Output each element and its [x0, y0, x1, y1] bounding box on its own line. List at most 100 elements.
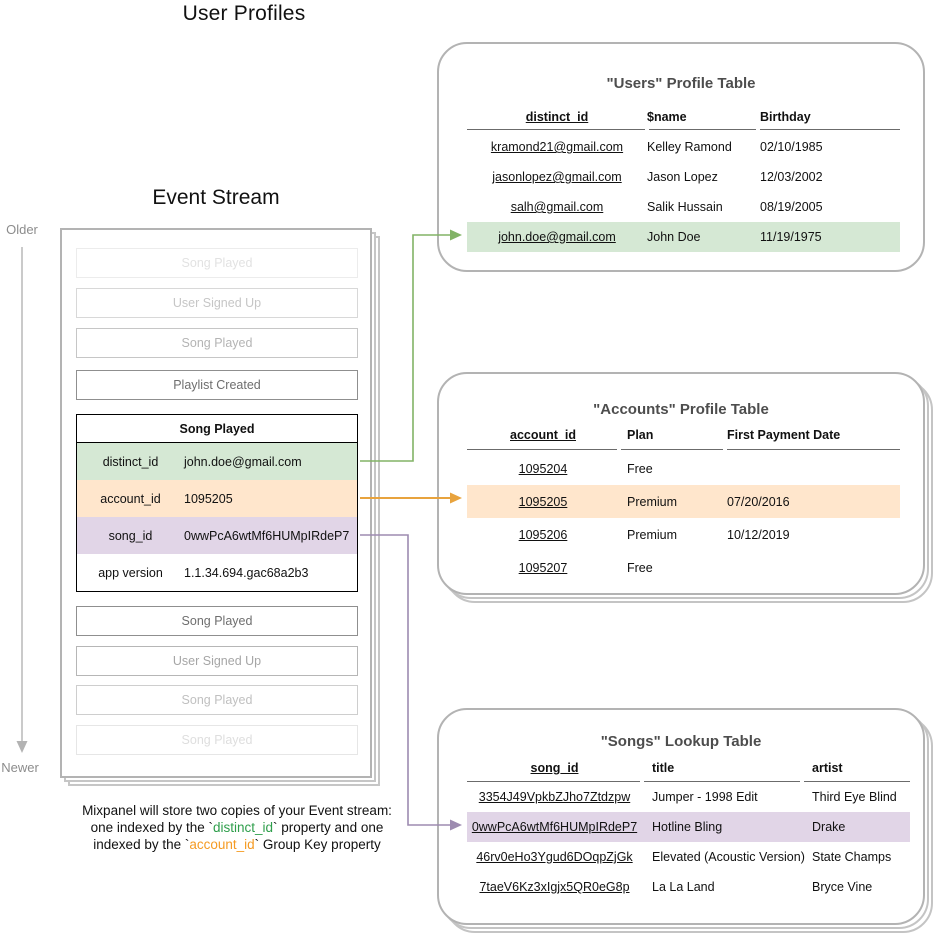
table-row: jasonlopez@gmail.com Jason Lopez 12/03/2…: [467, 162, 900, 192]
event-box: User Signed Up: [76, 646, 358, 676]
property-key: app version: [98, 565, 163, 580]
cell-plan: Premium: [627, 494, 678, 509]
property-value: 0wwPcA6wtMf6HUMpIRdeP7: [184, 528, 350, 543]
cell-birthday: 12/03/2002: [760, 170, 823, 184]
column-header: distinct_id: [525, 110, 589, 124]
cell-account-id: 1095204: [518, 461, 568, 476]
caption-text: one indexed by the `: [90, 820, 213, 835]
users-profile-card: "Users" Profile Table distinct_id $name …: [437, 42, 925, 272]
event-box: Playlist Created: [76, 370, 358, 400]
cell-distinct-id: salh@gmail.com: [510, 200, 604, 214]
cell-song-id: 7taeV6Kz3xIgjx5QR0eG8p: [479, 880, 630, 894]
event-box: User Signed Up: [76, 288, 358, 318]
cell-artist: Bryce Vine: [812, 880, 873, 894]
cell-artist: Drake: [812, 820, 846, 834]
table-row: kramond21@gmail.com Kelley Ramond 02/10/…: [467, 132, 900, 162]
cell-birthday: 11/19/1975: [760, 230, 822, 244]
column-header: artist: [812, 761, 843, 775]
table-row-highlighted: 0wwPcA6wtMf6HUMpIRdeP7 Hotline Bling Dra…: [467, 812, 910, 842]
caption-text: ` property and one: [273, 820, 384, 835]
cell-plan: Free: [627, 461, 653, 476]
mixpanel-caption: Mixpanel will store two copies of your E…: [22, 802, 452, 853]
timeline-arrowhead-icon: [16, 741, 28, 753]
cell-artist: State Champs: [812, 850, 892, 864]
table-row: 1095206 Premium 10/12/2019: [467, 518, 900, 551]
table-row: salh@gmail.com Salik Hussain 08/19/2005: [467, 192, 900, 222]
cell-song-id: 0wwPcA6wtMf6HUMpIRdeP7: [471, 820, 638, 834]
cell-song-id: 46rv0eHo3Ygud6DOqpZjGk: [476, 850, 633, 864]
event-card-header: Song Played: [77, 415, 357, 443]
event-box: Song Played: [76, 725, 358, 755]
newer-label: Newer: [1, 760, 39, 775]
songs-table-title: "Songs" Lookup Table: [600, 733, 762, 750]
header-rule: [467, 129, 900, 130]
column-header: account_id: [510, 428, 576, 442]
cell-distinct-id: kramond21@gmail.com: [490, 140, 624, 154]
users-table-title: "Users" Profile Table: [606, 75, 756, 92]
cell-name: Kelley Ramond: [647, 140, 732, 154]
caption-distinct-id: distinct_id: [212, 820, 274, 835]
users-header-row: distinct_id $name Birthday: [467, 105, 900, 129]
cell-plan: Free: [627, 560, 653, 575]
property-key: song_id: [108, 528, 153, 543]
cell-title: Hotline Bling: [652, 820, 723, 834]
cell-name: John Doe: [647, 230, 701, 244]
column-header: song_id: [530, 761, 579, 775]
property-row-distinct-id: distinct_id john.doe@gmail.com: [77, 443, 357, 480]
event-stream-title: Event Stream: [152, 186, 280, 209]
property-row-app-version: app version 1.1.34.694.gac68a2b3: [77, 554, 357, 591]
event-label: Song Played: [181, 256, 253, 270]
event-label: User Signed Up: [172, 296, 262, 310]
accounts-profile-card: "Accounts" Profile Table account_id Plan…: [437, 372, 925, 595]
cell-account-id: 1095206: [518, 527, 568, 542]
header-rule: [467, 449, 900, 450]
table-row: 1095207 Free: [467, 551, 900, 584]
event-label: Song Played: [181, 614, 253, 628]
cell-distinct-id: john.doe@gmail.com: [498, 230, 616, 244]
cell-account-id: 1095207: [518, 560, 568, 575]
user-profiles-title: User Profiles: [182, 2, 306, 25]
cell-account-id: 1095205: [518, 494, 568, 509]
older-label: Older: [6, 222, 38, 237]
table-row: 46rv0eHo3Ygud6DOqpZjGk Elevated (Acousti…: [467, 842, 910, 872]
caption-account-id: account_id: [189, 837, 255, 852]
cell-artist: Third Eye Blind: [812, 790, 897, 804]
event-box: Song Played: [76, 606, 358, 636]
event-label: Song Played: [181, 336, 253, 350]
accounts-table-title: "Accounts" Profile Table: [593, 401, 769, 418]
event-label: Song Played: [181, 693, 253, 707]
cell-title: La La Land: [652, 880, 715, 894]
column-header: $name: [647, 110, 687, 124]
cell-first-payment-date: 07/20/2016: [727, 494, 790, 509]
property-value: 1095205: [184, 491, 233, 506]
cell-name: Salik Hussain: [647, 200, 723, 214]
header-rule: [467, 781, 910, 782]
caption-line-3: indexed by the `account_id` Group Key pr…: [22, 836, 452, 853]
column-header: Plan: [627, 428, 654, 442]
property-value: 1.1.34.694.gac68a2b3: [184, 565, 309, 580]
caption-text: ` Group Key property: [254, 837, 381, 852]
property-key: distinct_id: [102, 454, 159, 469]
event-box: Song Played: [76, 248, 358, 278]
caption-text: indexed by the `: [93, 837, 190, 852]
cell-title: Jumper - 1998 Edit: [652, 790, 758, 804]
caption-line-2: one indexed by the `distinct_id` propert…: [22, 819, 452, 836]
column-header: Birthday: [760, 110, 811, 124]
event-box: Song Played: [76, 685, 358, 715]
accounts-header-row: account_id Plan First Payment Date: [467, 423, 900, 447]
table-row-highlighted: 1095205 Premium 07/20/2016: [467, 485, 900, 518]
event-label: User Signed Up: [172, 654, 262, 668]
event-label: Song Played: [181, 733, 253, 747]
song-played-event-card: Song Played distinct_id john.doe@gmail.c…: [76, 414, 358, 592]
event-stream-panel: Song Played User Signed Up Song Played P…: [60, 228, 372, 778]
table-row-highlighted: john.doe@gmail.com John Doe 11/19/1975: [467, 222, 900, 252]
cell-plan: Premium: [627, 527, 678, 542]
event-box: Song Played: [76, 328, 358, 358]
caption-line-1: Mixpanel will store two copies of your E…: [82, 803, 392, 818]
songs-lookup-card: "Songs" Lookup Table song_id title artis…: [437, 708, 925, 925]
cell-distinct-id: jasonlopez@gmail.com: [492, 170, 622, 184]
cell-first-payment-date: 10/12/2019: [727, 527, 790, 542]
table-row: 1095204 Free: [467, 452, 900, 485]
table-row: 7taeV6Kz3xIgjx5QR0eG8p La La Land Bryce …: [467, 872, 910, 902]
